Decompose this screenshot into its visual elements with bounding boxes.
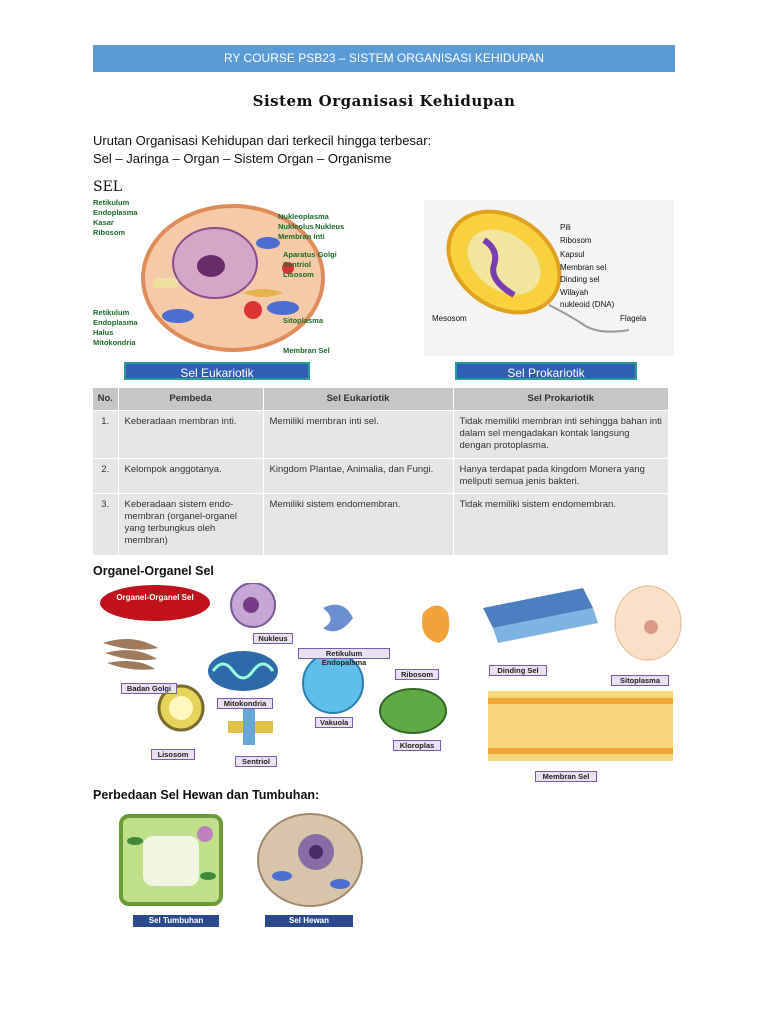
comparison-table: No. Pembeda Sel Eukariotik Sel Prokariot… xyxy=(93,388,669,555)
organel-badge: Organel-Organel Sel xyxy=(116,593,194,602)
table-cell: Memiliki membran inti sel. xyxy=(263,409,454,458)
label-sitoplasma-organel: Sitoplasma xyxy=(611,675,669,686)
label-dinding-sel-organel: Dinding Sel xyxy=(489,665,547,676)
label-ribosom: Ribosom xyxy=(93,228,126,237)
table-cell: Tidak memiliki sistem endomembran. xyxy=(453,492,669,555)
label-sentriol: Sentriol xyxy=(283,260,311,269)
eukaryotic-labels-left: Retikulum Endoplasma Kasar Ribosom xyxy=(93,198,163,238)
table-cell: 2. xyxy=(93,457,119,493)
label-mesosom: Mesosom xyxy=(432,314,467,323)
label-halus: Halus xyxy=(93,328,114,337)
label-kasar: Kasar xyxy=(93,218,114,227)
label-ribosom-pro: Ribosom xyxy=(560,235,592,245)
label-nukleoplasma: Nukleoplasma xyxy=(278,212,329,221)
caption-sel-eukariotik: Sel Eukariotik xyxy=(124,362,310,380)
label-aparatus-golgi: Aparatus Golgi xyxy=(283,250,337,259)
label-mitokondria-organel: Mitokondria xyxy=(217,698,273,709)
plant-cell-figure xyxy=(93,806,236,914)
table-cell: Keberadaan membran inti. xyxy=(118,409,264,458)
label-pili: Pili xyxy=(560,223,571,232)
caption-sel-tumbuhan: Sel Tumbuhan xyxy=(133,915,219,927)
label-sitoplasma: Sitoplasma xyxy=(283,316,324,325)
label-lisosom: Lisosom xyxy=(283,270,314,279)
label-vakuola: Vakuola xyxy=(315,717,353,728)
table-row: 2. Kelompok anggotanya. Kingdom Plantae,… xyxy=(93,457,669,493)
header-bar: RY COURSE PSB23 – SISTEM ORGANISASI KEHI… xyxy=(93,45,675,72)
label-kloroplas: Kloroplas xyxy=(393,740,441,751)
label-retikulum-endopalsma: Retikulum Endopalsma xyxy=(298,648,390,667)
label-endoplasma-2: Endoplasma xyxy=(93,318,138,327)
label-nukleolus: Nukleolus xyxy=(278,222,314,231)
label-ribosom-organel: Ribosom xyxy=(395,669,439,680)
organel-heading: Organel-Organel Sel xyxy=(93,564,214,578)
label-nukleoid: nukleoid (DNA) xyxy=(560,300,615,309)
caption-sel-hewan: Sel Hewan xyxy=(265,915,353,927)
table-header-row: No. Pembeda Sel Eukariotik Sel Prokariot… xyxy=(93,388,669,410)
label-wilayah: Wilayah xyxy=(560,287,589,297)
perbedaan-heading: Perbedaan Sel Hewan dan Tumbuhan: xyxy=(93,788,320,802)
table-cell: 1. xyxy=(93,409,119,458)
animal-cell-figure xyxy=(250,806,372,914)
table-row: 1. Keberadaan membran inti. Memiliki mem… xyxy=(93,409,669,458)
table-cell: Kelompok anggotanya. xyxy=(118,457,264,493)
label-lisosom-organel: Lisosom xyxy=(151,749,195,760)
label-nukleus-organel: Nukleus xyxy=(253,633,293,644)
section-heading-sel: SEL xyxy=(93,179,123,195)
table-header-no: No. xyxy=(93,388,119,410)
table-header-pembeda: Pembeda xyxy=(118,388,264,410)
label-kapsul: Kapsul xyxy=(560,250,585,259)
table-cell: Memiliki sistem endomembran. xyxy=(263,492,454,555)
label-membran-inti: Membran Inti xyxy=(278,232,325,241)
label-mitokondria: Mitokondria xyxy=(93,338,136,347)
caption-sel-prokariotik: Sel Prokariotik xyxy=(455,362,637,380)
table-cell: Kingdom Plantae, Animalia, dan Fungi. xyxy=(263,457,454,493)
eukaryotic-labels-right: Nukleoplasma Nukleolus Membran Inti xyxy=(278,212,358,242)
intro-text: Urutan Organisasi Kehidupan dari terkeci… xyxy=(93,132,431,168)
label-membran-sel: Membran Sel xyxy=(283,346,330,355)
intro-line-1: Urutan Organisasi Kehidupan dari terkeci… xyxy=(93,133,432,148)
table-header-prokariotik: Sel Prokariotik xyxy=(453,388,669,410)
label-membran-sel-pro: Membran sel xyxy=(560,262,607,272)
label-sentriol-organel: Sentriol xyxy=(235,756,277,767)
table-header-eukariotik: Sel Eukariotik xyxy=(263,388,454,410)
label-flagela: Flagela xyxy=(620,314,647,323)
label-dinding-sel: Dinding sel xyxy=(560,275,600,284)
label-retikulum: Retikulum xyxy=(93,198,130,207)
table-cell: Hanya terdapat pada kingdom Monera yang … xyxy=(453,457,669,493)
organel-collage: Organel-Organel Sel Nukleus Retikulum En… xyxy=(93,583,683,783)
table-cell: 3. xyxy=(93,492,119,555)
intro-line-2: Sel – Jaringa – Organ – Sistem Organ – O… xyxy=(93,151,392,166)
label-membran-sel-organel: Membran Sel xyxy=(535,771,597,782)
label-badan-golgi: Badan Golgi xyxy=(121,683,177,694)
label-endoplasma: Endoplasma xyxy=(93,208,138,217)
table-row: 3. Keberadaan sistem endo-membran (organ… xyxy=(93,492,669,555)
label-nukleus: Nukleus xyxy=(315,222,345,231)
eukaryotic-labels-right-2: Aparatus Golgi Sentriol Lisosom xyxy=(283,250,355,280)
eukaryotic-labels-left-bottom: Retikulum Endoplasma Halus Mitokondria xyxy=(93,308,163,348)
eukaryotic-cell-figure: Retikulum Endoplasma Kasar Ribosom Retik… xyxy=(93,198,353,358)
label-retikulum-2: Retikulum xyxy=(93,308,130,317)
table-cell: Tidak memiliki membran inti sehingga bah… xyxy=(453,409,669,458)
prokaryotic-cell-figure: Pili Ribosom Kapsul Membran sel Dinding … xyxy=(424,200,674,356)
prokaryotic-labels: Pili Ribosom Kapsul Membran sel Dinding … xyxy=(560,222,614,312)
table-cell: Keberadaan sistem endo-membran (organel-… xyxy=(118,492,264,555)
page-title: Sistem Organisasi Kehidupan xyxy=(252,92,516,110)
